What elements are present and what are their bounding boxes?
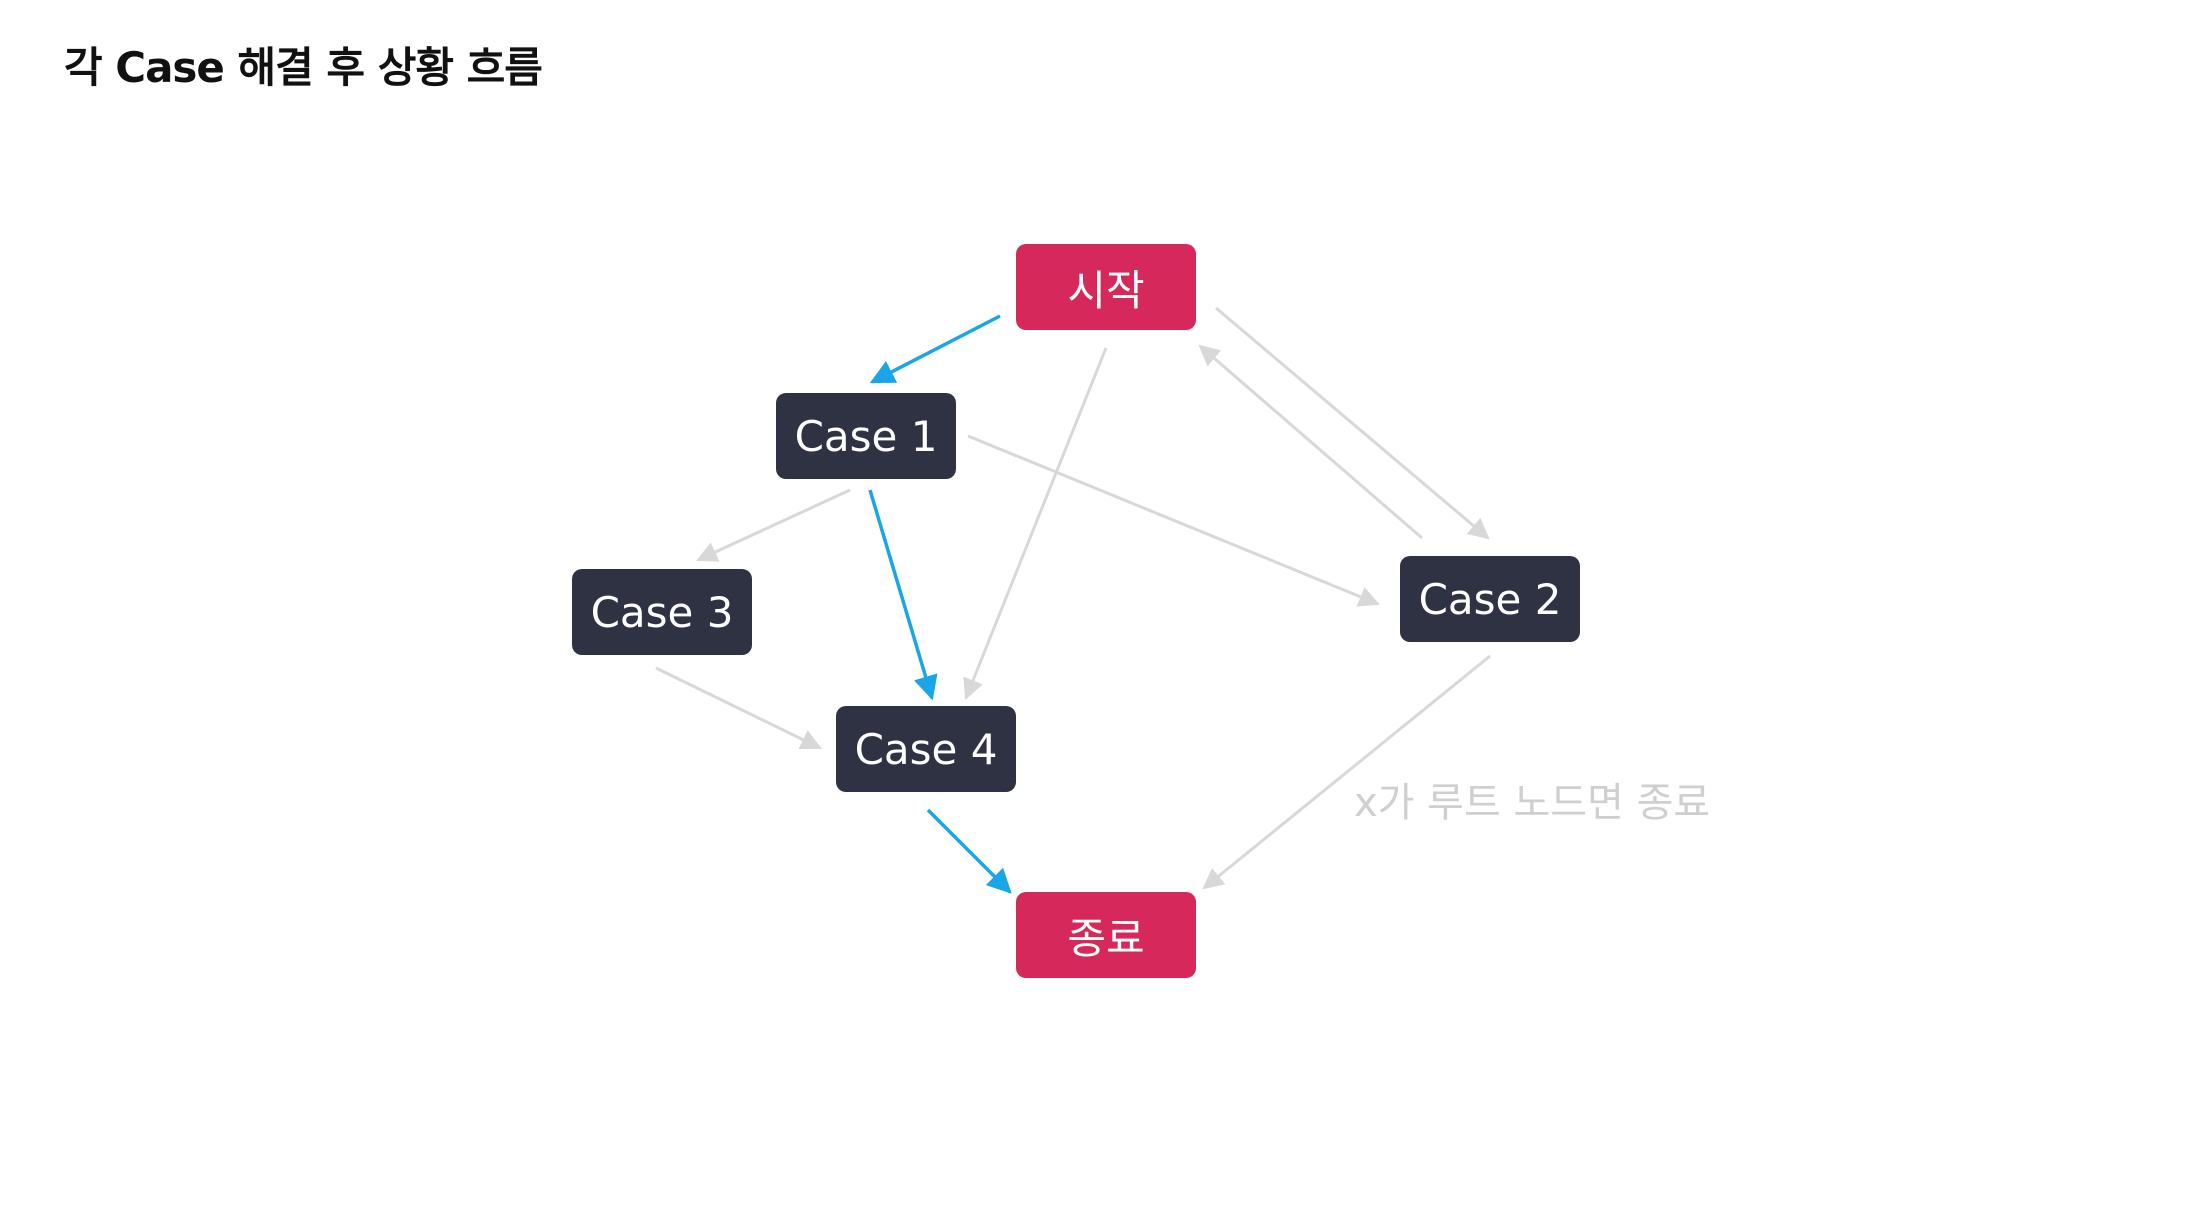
edge-case1-to-case2 [967, 434, 1380, 607]
edge-start-to-case1 [869, 314, 1001, 384]
edge-start-to-case2 [1215, 306, 1490, 540]
edge-case1-to-case4 [868, 489, 938, 701]
node-case-4: Case 4 [836, 706, 1016, 792]
page-title: 각 Case 해결 후 상황 흐름 [64, 43, 543, 92]
edge-case4-to-end [926, 808, 1012, 894]
edge-case3-to-case4 [655, 666, 822, 750]
node-end: 종료 [1016, 892, 1196, 978]
termination-note: x가 루트 노드면 종료 [1354, 780, 1711, 826]
edge-case2-to-start [1198, 344, 1423, 540]
node-case-2: Case 2 [1400, 556, 1580, 642]
node-case-1: Case 1 [776, 393, 956, 479]
edge-start-to-case4 [963, 347, 1108, 700]
node-case-3: Case 3 [572, 569, 752, 655]
edge-case1-to-case3 [696, 488, 851, 562]
edge-case2-to-end [1202, 654, 1491, 890]
node-start: 시작 [1016, 244, 1196, 330]
